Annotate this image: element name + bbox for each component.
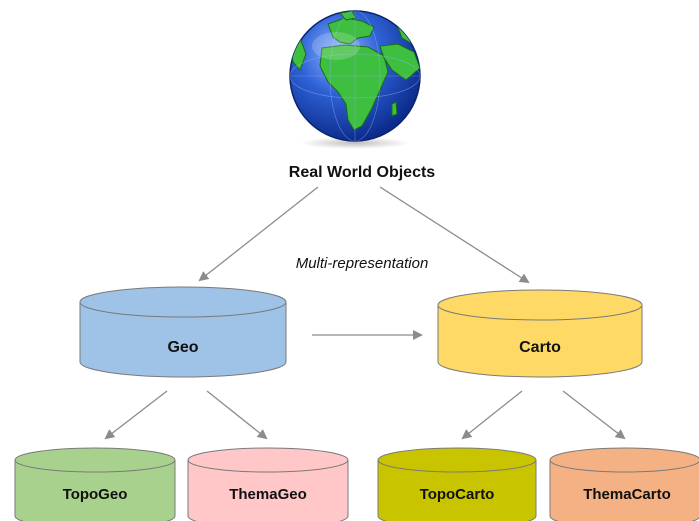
topocarto-database: TopoCarto [377,447,537,521]
geo-body [79,301,287,378]
carto-label: Carto [519,339,561,356]
arrow-world-to-carto [379,186,530,284]
geo-database: Geo [79,286,287,378]
arrows [104,186,626,440]
arrow-carto-to-topocarto [461,390,523,440]
geo-top [79,286,287,318]
topogeo-label: TopoGeo [63,486,128,503]
carto-top [437,289,643,321]
arrow-world-to-geo [198,186,319,282]
diagram-subtitle: Multi-representation [296,255,429,272]
carto-database: Carto [437,289,643,378]
themageo-database: ThemaGeo [187,447,349,521]
diagram-title: Real World Objects [289,164,436,181]
arrow-geo-to-themageo [206,390,268,440]
themageo-label: ThemaGeo [229,486,307,503]
topogeo-database: TopoGeo [14,447,176,521]
themacarto-label: ThemaCarto [583,486,671,503]
topocarto-top [377,447,537,473]
arrow-carto-to-themacarto [562,390,626,440]
themacarto-top [549,447,699,473]
themageo-top [187,447,349,473]
globe-icon [289,10,421,149]
themacarto-database: ThemaCarto [549,447,699,521]
topogeo-top [14,447,176,473]
geo-label: Geo [167,339,198,356]
topocarto-label: TopoCarto [420,486,495,503]
arrow-geo-to-topogeo [104,390,168,440]
carto-body [437,304,643,378]
